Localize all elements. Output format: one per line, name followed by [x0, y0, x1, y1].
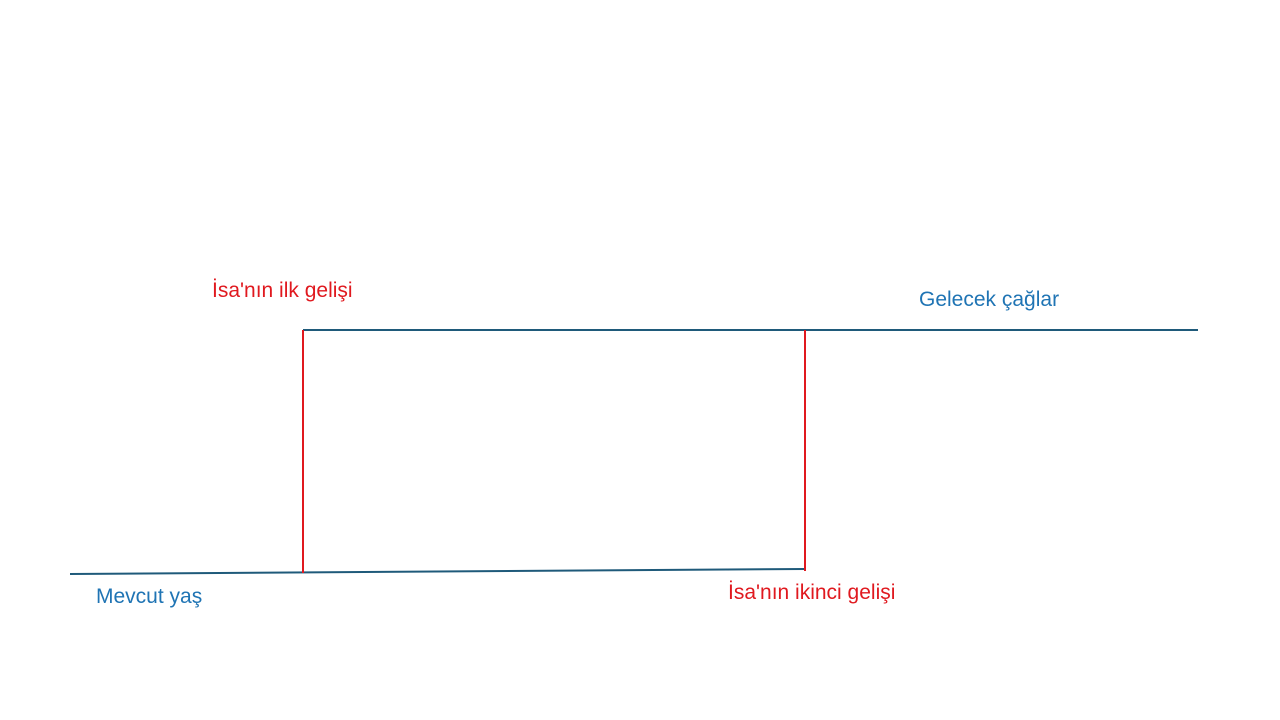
- present-age-label: Mevcut yaş: [96, 585, 203, 608]
- future-ages-label: Gelecek çağlar: [919, 288, 1060, 311]
- second-coming-label: İsa'nın ikinci gelişi: [728, 581, 896, 604]
- present-age-line: [69, 568, 806, 575]
- first-coming-label: İsa'nın ilk gelişi: [212, 279, 353, 302]
